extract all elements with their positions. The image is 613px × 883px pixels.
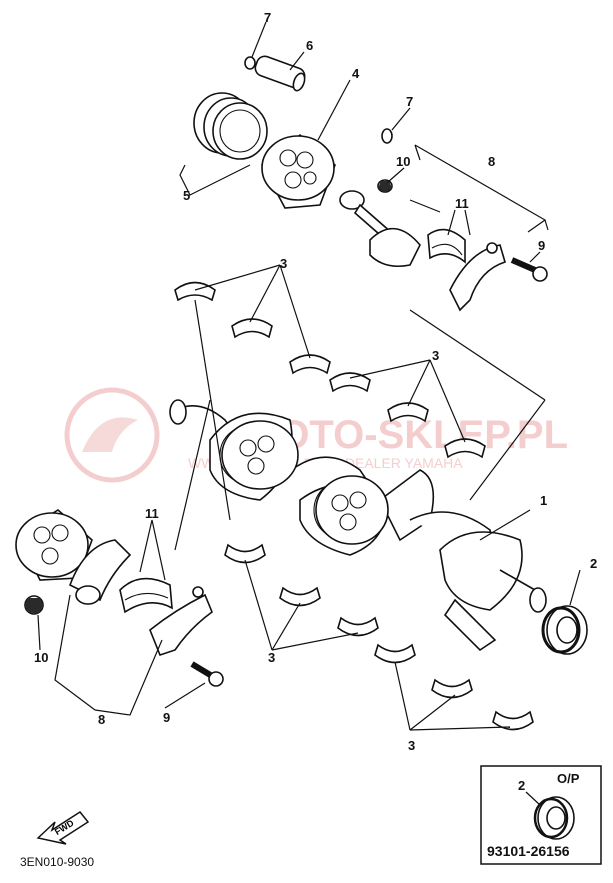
callout-9-bottom: 9 (163, 710, 170, 725)
conrod-bearing-upper (427, 228, 466, 264)
watermark-title: MOTO-SKLEP.PL (245, 413, 568, 457)
piston-pin (254, 55, 306, 92)
callout-5: 5 (183, 188, 190, 203)
piston-lower (15, 509, 93, 581)
piston-upper (260, 133, 336, 209)
diagram-code: 3EN010-9030 (20, 855, 94, 869)
callout-10-top: 10 (396, 154, 410, 169)
main-bearing-set-upper (174, 281, 486, 459)
option-box-part-number: 93101-26156 (487, 843, 570, 859)
connecting-rod-upper (339, 179, 421, 268)
piston-on-crank-right (315, 475, 389, 545)
piston-on-crank-left (221, 420, 299, 490)
callout-8-top: 8 (488, 154, 495, 169)
option-box-callout: 2 (518, 778, 525, 793)
conrod-cap-upper (449, 242, 506, 312)
callout-8-bottom: 8 (98, 712, 105, 727)
conrod-nut-lower (24, 595, 44, 615)
callout-10-bottom: 10 (34, 650, 48, 665)
leader-lines (37, 21, 581, 731)
option-box: 2 O/P 93101-26156 (480, 765, 602, 865)
fwd-arrow: FWD (36, 811, 90, 845)
callout-7-top: 7 (264, 10, 271, 25)
callout-9-top: 9 (538, 238, 545, 253)
callout-2: 2 (590, 556, 597, 571)
callout-7-right: 7 (406, 94, 413, 109)
piston-pin-clip-upper (244, 56, 256, 70)
callout-4: 4 (352, 66, 360, 81)
callout-1: 1 (540, 493, 547, 508)
oil-seal-option (533, 796, 575, 840)
callout-3-c: 3 (268, 650, 275, 665)
watermark-logo (64, 387, 160, 483)
piston-ring-set (193, 92, 268, 160)
callout-numbers: 7 6 4 7 10 8 5 11 9 3 3 1 11 2 3 10 8 9 … (34, 10, 597, 753)
connecting-rod-lower (68, 539, 132, 605)
conrod-bolt-upper (510, 257, 548, 282)
main-bearing-set-lower (224, 543, 534, 731)
conrod-bearing-lower (119, 577, 173, 614)
option-box-label: O/P (557, 771, 580, 786)
callout-3-b: 3 (432, 348, 439, 363)
oil-seal (541, 605, 588, 655)
conrod-bolt-lower (190, 661, 224, 687)
conrod-cap-lower (149, 586, 213, 656)
piston-pin-clip-right (381, 128, 393, 144)
callout-11-bottom: 11 (145, 506, 159, 521)
callout-3-d: 3 (408, 738, 415, 753)
callout-3-a: 3 (280, 256, 287, 271)
callout-6: 6 (306, 38, 313, 53)
callout-11-top: 11 (455, 196, 469, 211)
